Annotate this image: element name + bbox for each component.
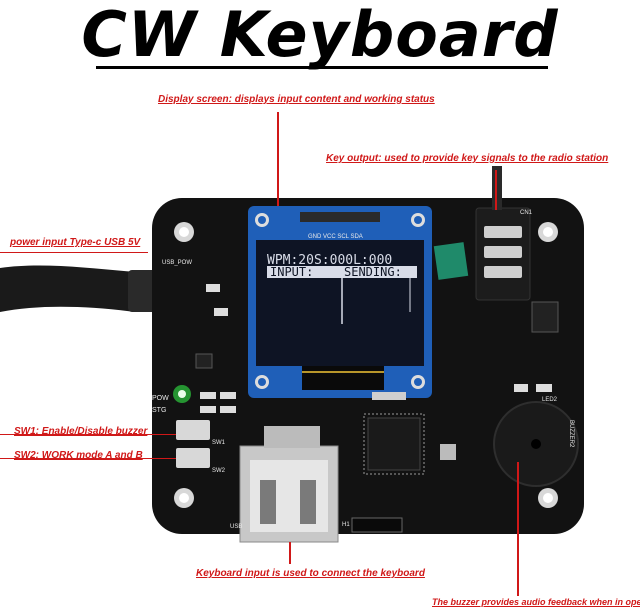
led2-label: LED2 xyxy=(542,397,558,403)
buzzer xyxy=(493,401,579,487)
power-led xyxy=(178,390,186,398)
crystal xyxy=(440,444,456,460)
oled-module xyxy=(248,206,432,398)
green-connector xyxy=(433,242,469,280)
key-output-callout-line xyxy=(495,170,497,210)
display-callout: Display screen: displays input content a… xyxy=(158,94,435,105)
power-callout: power input Type-c USB 5V xyxy=(10,237,141,248)
title-underline xyxy=(96,66,548,69)
oled-input-label: INPUT: xyxy=(270,265,313,279)
page-title: CW Keyboard xyxy=(81,0,559,71)
sw1-callout: SW1: Enable/Disable buzzer xyxy=(14,426,148,437)
header-h1 xyxy=(351,517,403,533)
stg-label: STG xyxy=(152,407,166,414)
buzzer-callout: The buzzer provides audio feedback when … xyxy=(432,597,640,607)
mounting-holes xyxy=(174,222,558,508)
power-callout-line xyxy=(0,252,148,253)
sw1-silk: SW1 xyxy=(212,440,226,446)
keyboard-callout: Keyboard input is used to connect the ke… xyxy=(196,568,425,579)
sw2-silk: SW2 xyxy=(212,468,226,474)
h1-label: H1 xyxy=(342,522,350,528)
keyboard-callout-line xyxy=(289,542,291,564)
usb-a-port xyxy=(239,426,339,543)
mcu-chip xyxy=(363,413,425,475)
sw2-callout: SW2: WORK mode A and B xyxy=(14,450,143,461)
display-callout-line xyxy=(277,112,279,206)
cn1-label: CN1 xyxy=(520,210,533,216)
oled-status-line: WPM:20S:000L:000 xyxy=(267,253,392,268)
sw2-callout-line xyxy=(0,458,176,459)
oled-sending-label: SENDING: xyxy=(344,265,402,279)
buzzer-label: BUZZER2 xyxy=(568,420,574,448)
sw1-callout-line xyxy=(0,434,176,435)
switches xyxy=(176,420,210,468)
audio-jack-cn1 xyxy=(475,166,531,301)
oled-pin-labels: GND VCC SCL SDA xyxy=(308,234,363,240)
pow-label: POW xyxy=(152,395,169,402)
ic-top-right xyxy=(531,301,559,333)
usb-label: USB xyxy=(230,524,242,530)
buzzer-callout-line xyxy=(517,462,519,596)
key-output-callout: Key output: used to provide key signals … xyxy=(326,153,609,164)
usb-pow-label: USB_POW xyxy=(162,260,192,266)
